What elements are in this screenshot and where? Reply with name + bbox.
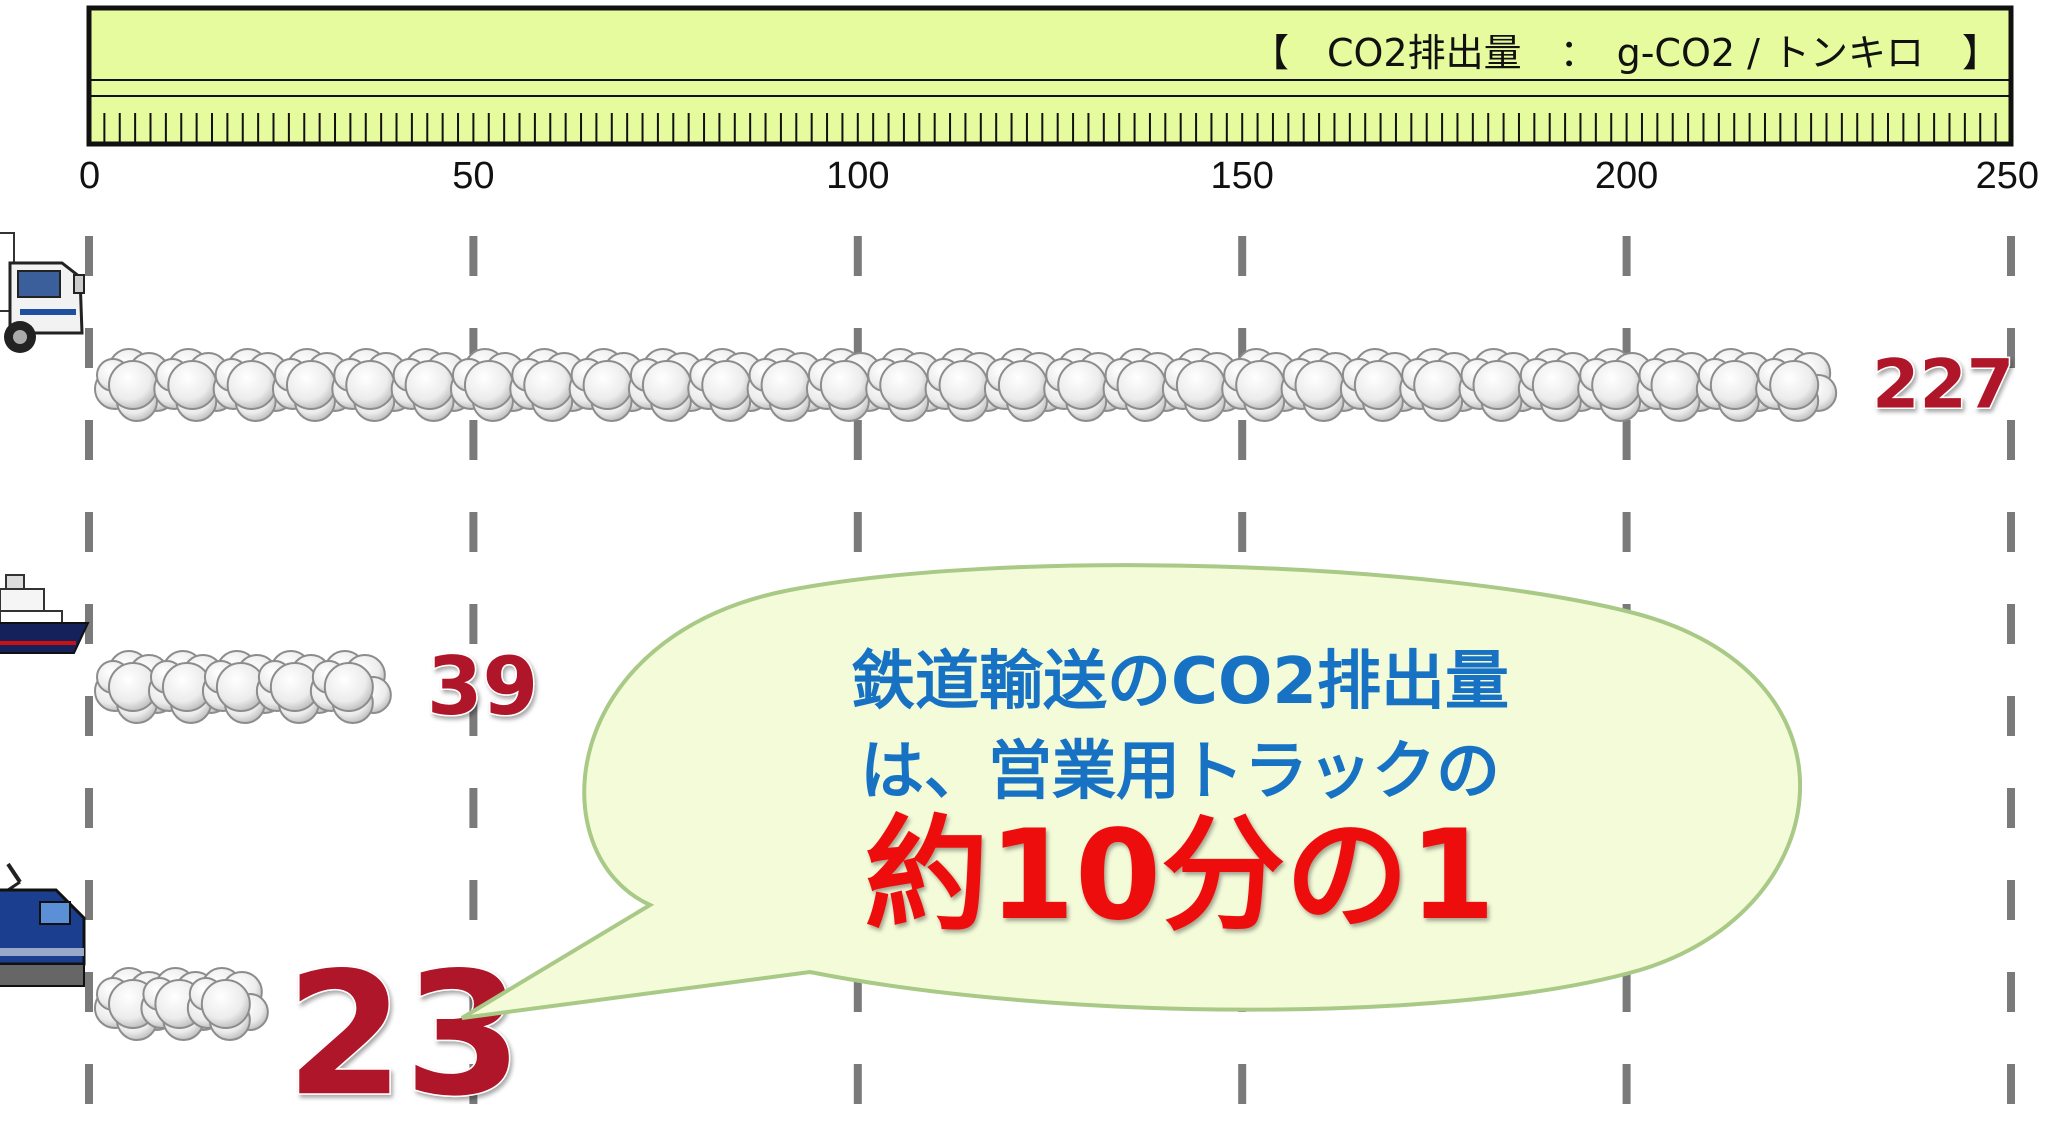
- bar-value-label: 23: [286, 936, 523, 1134]
- x-tick-label: 150: [1210, 155, 1273, 197]
- x-tick-label: 250: [1976, 155, 2039, 197]
- bar-2: [94, 650, 392, 724]
- x-tick-labels: 0 50 100 150 200 250: [79, 155, 2039, 197]
- x-tick-label: 0: [79, 155, 100, 197]
- bar-3: [94, 967, 269, 1041]
- ruler-minor-ticks: [103, 113, 1997, 142]
- ship-icon: [0, 574, 90, 654]
- header-band: 【 CO2排出量 ： g-CO2 / トンキロ 】: [86, 5, 2014, 147]
- smoke-puff: [1755, 348, 1838, 422]
- bar-1: [94, 348, 1838, 422]
- callout-shape: [460, 563, 1803, 1020]
- truck-icon: [0, 232, 85, 353]
- callout-line-3: 約10分の1: [865, 804, 1496, 948]
- x-tick-label: 100: [826, 155, 889, 197]
- callout-line-1: 鉄道輸送のCO2排出量: [851, 645, 1509, 719]
- emission-bars: 227 39 23: [94, 344, 2016, 1135]
- bar-value-label: 39: [427, 640, 538, 733]
- locomotive-icon: [0, 862, 86, 987]
- header-background: [86, 5, 2014, 147]
- x-tick-label: 200: [1595, 155, 1658, 197]
- bar-value-label: 227: [1872, 345, 2014, 424]
- x-tick-label: 50: [452, 155, 494, 197]
- callout-bubble: 鉄道輸送のCO2排出量 は、営業用トラックの 約10分の1: [460, 563, 1803, 1020]
- callout-line-2: は、営業用トラックの: [860, 735, 1500, 809]
- header-unit-label: 【 CO2排出量 ： g-CO2 / トンキロ 】: [1251, 31, 2000, 75]
